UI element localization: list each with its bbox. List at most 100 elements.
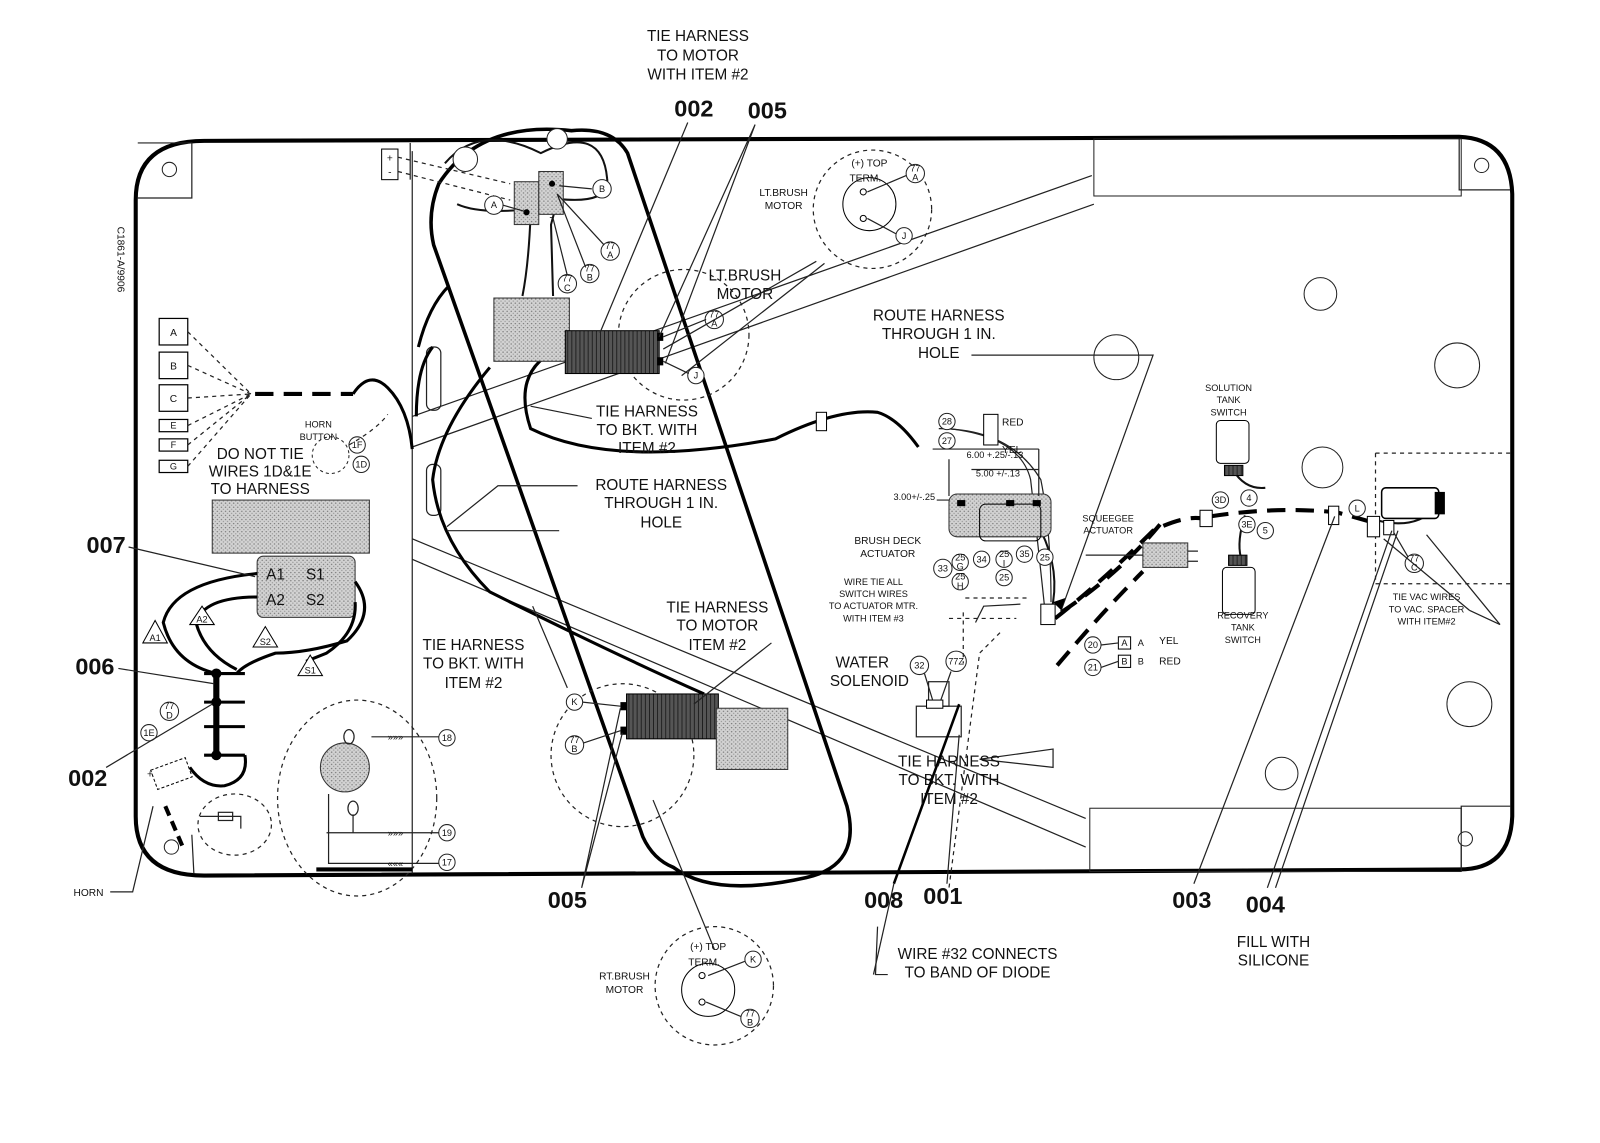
tag-77z: 77Z xyxy=(948,656,964,666)
tag-25j: 25 xyxy=(999,573,1009,583)
callout-tie-bkt-upper: TIE HARNESS TO BKT. WITH ITEM #2 xyxy=(596,403,698,457)
lt-brush-motor-mid: 77A J LT.BRUSH MOTOR xyxy=(493,268,781,401)
squeegee-1: SQUEEGEE xyxy=(1082,514,1133,524)
route-right-leader xyxy=(971,354,1154,611)
tri-a1-label: A1 xyxy=(149,633,160,643)
tie-motor-top-3: WITH ITEM #2 xyxy=(647,67,748,84)
callout-tie-bkt-lower-right: TIE HARNESS TO BKT. WITH ITEM #2 xyxy=(898,753,1000,808)
tag-3d: 3D xyxy=(1215,495,1227,505)
route-left-2: THROUGH 1 IN. xyxy=(604,495,718,512)
motor-terminal-block: A1 A2 S1 S2 A1 A2 S2 S1 xyxy=(141,555,367,677)
meter-detail: »»» »»» ««« 18 19 17 xyxy=(276,699,456,897)
connector-b: B xyxy=(158,351,189,380)
tag-77c-top: 77 xyxy=(562,274,572,284)
gray-block-left xyxy=(211,499,370,554)
lt-brush-mid-2: MOTOR xyxy=(717,286,774,303)
vac-motor: L 77C TIE VAC WIRES TO VAC. SPACER WITH … xyxy=(1328,487,1501,627)
tag-77a-top-sub: A xyxy=(607,250,614,260)
tie-motor-lower-2: TO MOTOR xyxy=(676,618,758,635)
item-008: 008 xyxy=(864,887,903,913)
top-term-upper-2: TERM. xyxy=(849,174,881,185)
route-left-leader xyxy=(446,485,578,532)
tri-s2-label: S2 xyxy=(260,637,271,647)
top-term-upper-1: (+) TOP xyxy=(851,158,887,169)
arrows-19: »»» xyxy=(388,828,403,838)
recovery-1: RECOVERY xyxy=(1217,610,1268,620)
solution-tank-switch: SOLUTION TANK SWITCH 4 3D xyxy=(1199,383,1258,528)
arrows-18: »»» xyxy=(388,732,403,742)
tag-25f: 25 xyxy=(1040,552,1050,562)
connector-label: E xyxy=(170,421,176,431)
tie-motor-lower-leader xyxy=(693,642,772,705)
route-left-1: ROUTE HARNESS xyxy=(595,477,727,494)
tag-1e: 1E xyxy=(143,728,154,738)
terminal-s1: S1 xyxy=(306,567,325,584)
item-005-bottom: 005 xyxy=(548,887,587,913)
drawing-number: C1861-A/9906 xyxy=(114,227,125,293)
connector-label: B xyxy=(170,361,177,372)
route-right-3: HOLE xyxy=(918,345,960,362)
tag-3e: 3E xyxy=(1241,520,1252,530)
wire-tie-2: SWITCH WIRES xyxy=(839,589,908,599)
recovery-3: SWITCH xyxy=(1225,635,1261,645)
callout-wire32: WIRE #32 CONNECTS TO BAND OF DIODE xyxy=(898,946,1058,981)
tag-4: 4 xyxy=(1246,493,1251,503)
tie-bkt-upper-1: TIE HARNESS xyxy=(596,403,698,420)
tag-l: L xyxy=(1355,503,1360,513)
tag-k-bottom: K xyxy=(750,954,757,964)
water-solenoid-1: WATER xyxy=(835,654,889,671)
wire-tie-4: WITH ITEM #3 xyxy=(843,614,904,624)
wire-tie-1: WIRE TIE ALL xyxy=(844,577,903,587)
top-term-lower-1: (+) TOP xyxy=(690,942,726,953)
tie-bkt-upper-leader xyxy=(530,405,592,420)
tag-32: 32 xyxy=(914,660,924,670)
tri-s2: S2 xyxy=(252,625,279,648)
tag-34: 34 xyxy=(977,554,987,564)
tag-77c-vac-sub: C xyxy=(1411,562,1418,572)
tie-vac-3: WITH ITEM#2 xyxy=(1397,617,1455,627)
water-solenoid: 32 77Z WATER SOLENOID xyxy=(830,612,1001,888)
connector-e: E xyxy=(158,418,189,433)
terminal-a2: A2 xyxy=(266,592,285,609)
rt-brush-2: MOTOR xyxy=(606,985,644,996)
tag-28: 28 xyxy=(942,417,952,427)
rt-brush-motor-bottom: (+) TOP TERM. K 77B RT.BRUSH MOTOR xyxy=(599,925,775,1046)
lt-brush-top-2: MOTOR xyxy=(765,201,803,212)
term-minus-2: - xyxy=(549,212,552,223)
item-006: 006 xyxy=(75,654,114,680)
horn-button: HORN BUTTON 1F 1D xyxy=(300,414,389,475)
arrows-17: ««« xyxy=(388,858,403,868)
wire-color-red2: RED xyxy=(1159,656,1181,667)
recovery-2: TANK xyxy=(1231,623,1256,633)
do-not-tie-3: TO HARNESS xyxy=(211,481,310,498)
connector-f: F xyxy=(158,438,189,452)
callout-route-right: ROUTE HARNESS THROUGH 1 IN. HOLE xyxy=(873,307,1005,362)
term-minus: - xyxy=(388,168,391,179)
callout-tie-motor-lower: TIE HARNESS TO MOTOR ITEM #2 xyxy=(666,599,768,654)
tag-77a-top: 77 xyxy=(605,241,615,251)
brush-deck-1: BRUSH DECK xyxy=(854,536,921,547)
tag-25i-sub: I xyxy=(1003,558,1006,568)
wire32-2: TO BAND OF DIODE xyxy=(905,965,1051,982)
brush-deck-2: ACTUATOR xyxy=(860,549,915,560)
tag-21: 21 xyxy=(1088,662,1098,672)
item-numbers: 002 005 007 006 002 005 008 001 003 004 xyxy=(68,95,1285,917)
tag-25g-sub: G xyxy=(957,561,964,571)
horn-button-label-1: HORN xyxy=(305,420,332,430)
tie-bkt-ll-3: ITEM #2 xyxy=(445,675,503,692)
recovery-tank-switch: 3E 5 RECOVERY TANK SWITCH xyxy=(1217,515,1274,645)
tag-77d-sub: D xyxy=(166,710,173,720)
do-not-tie-2: WIRES 1D&1E xyxy=(209,464,312,481)
tag-77b-lower: 77 xyxy=(569,735,579,745)
tri-a2: A2 xyxy=(188,605,216,626)
connector-label: F xyxy=(171,440,177,450)
tag-k-lower: K xyxy=(571,697,578,707)
tie-bkt-lr-1: TIE HARNESS xyxy=(898,753,1000,770)
item-002-top: 002 xyxy=(674,95,713,121)
tag-77d: 77 xyxy=(164,701,174,711)
squeegee-2: ACTUATOR xyxy=(1083,526,1133,536)
tie-bkt-lr-3: ITEM #2 xyxy=(920,791,978,808)
tie-motor-lower-3: ITEM #2 xyxy=(688,637,746,654)
lt-brush-top-1: LT.BRUSH xyxy=(759,188,808,199)
